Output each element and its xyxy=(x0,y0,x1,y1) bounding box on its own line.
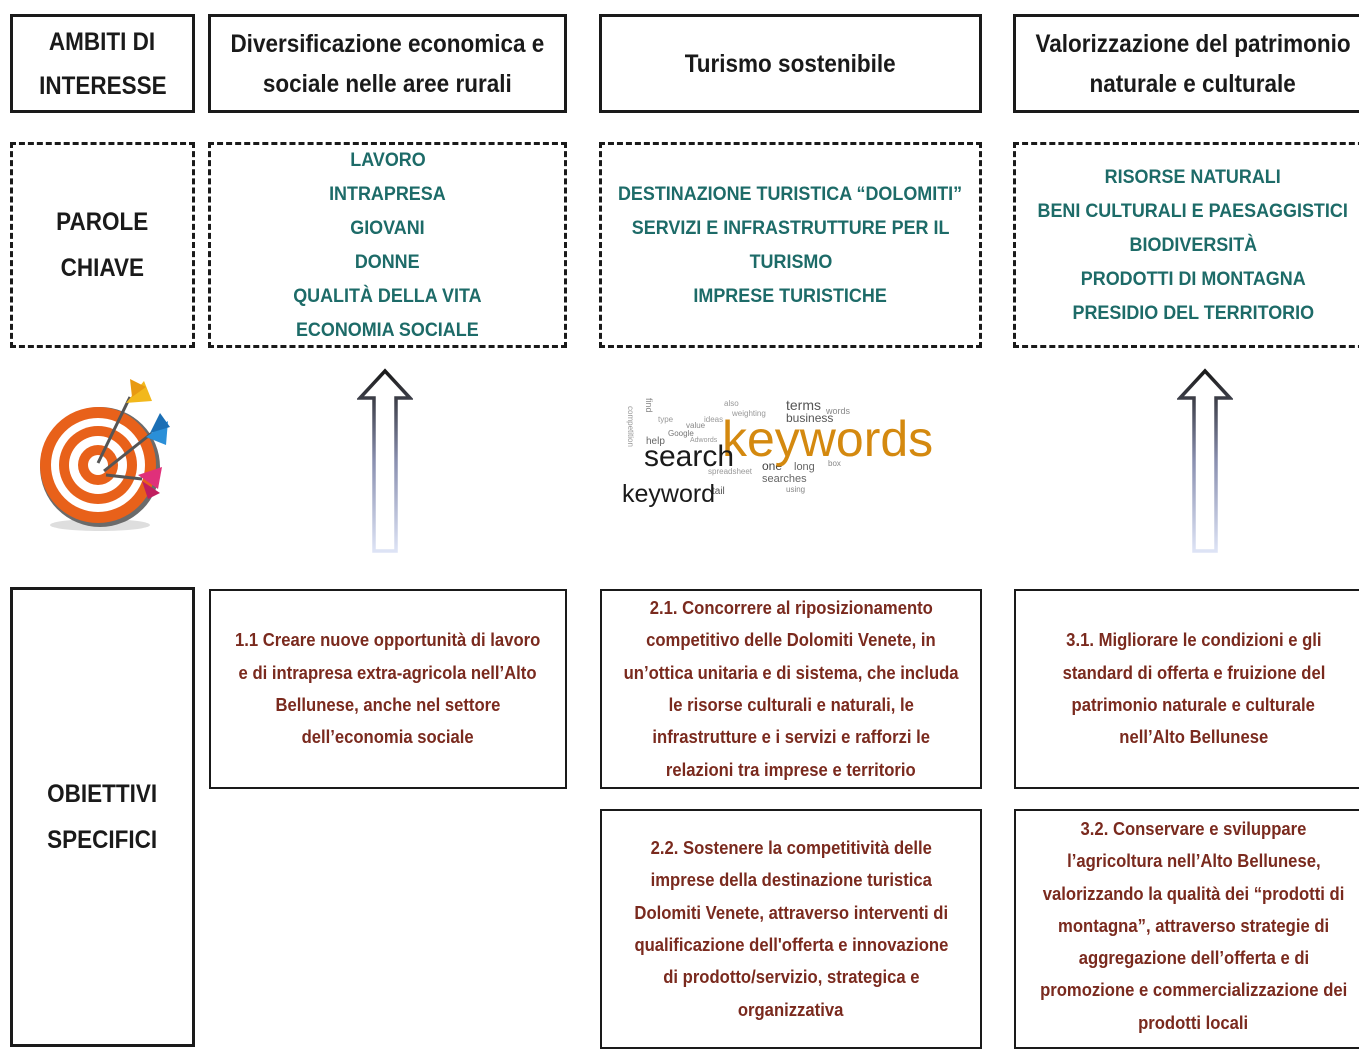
wordcloud-small-word: also xyxy=(724,399,739,408)
wordcloud-small-word: words xyxy=(825,406,851,416)
obiettivi-label-box: OBIETTIVI SPECIFICI xyxy=(10,587,195,1047)
wordcloud-small-word: ideas xyxy=(704,415,723,424)
ambito-title-line: naturale e culturale xyxy=(1089,69,1297,98)
objective-line: di prodotto/servizio, strategica e xyxy=(662,966,920,988)
parole-label-line: CHIAVE xyxy=(60,254,145,282)
wordcloud-small-word: one xyxy=(762,459,782,473)
objective-line: competitivo delle Dolomiti Venete, in xyxy=(646,629,936,651)
parole-label-line: PAROLE xyxy=(56,208,149,236)
keyword-item: ECONOMIA SOCIALE xyxy=(296,319,479,341)
wordcloud-small-word: find xyxy=(644,398,654,413)
wordcloud-small-word: type xyxy=(658,415,674,424)
ambito-title-line: Diversificazione economica e xyxy=(230,29,545,58)
keyword-item: QUALITÀ DELLA VITA xyxy=(293,285,482,307)
keywords-diversificazione-box: LAVORO INTRAPRESA GIOVANI DONNE QUALITÀ … xyxy=(208,142,567,348)
ambito-title-line: Turismo sostenibile xyxy=(685,49,896,78)
wordcloud-small-word: tail xyxy=(712,486,725,497)
objective-line: organizzativa xyxy=(738,998,844,1020)
ambiti-label-line: INTERESSE xyxy=(38,71,167,100)
keywords-wordcloud-image: terms business help Google one long sear… xyxy=(616,378,946,518)
keyword-item: TURISMO xyxy=(749,251,832,273)
objective-3-1-box: 3.1. Migliorare le condizioni e gli stan… xyxy=(1014,589,1359,789)
objective-line: montagna”, attraverso strategie di xyxy=(1057,914,1330,936)
obiettivi-label-line: OBIETTIVI xyxy=(47,780,158,808)
objective-line: valorizzando la qualità dei “prodotti di xyxy=(1042,882,1345,904)
keyword-item: BENI CULTURALI E PAESAGGISTICI xyxy=(1037,200,1349,222)
objective-line: patrimonio naturale e culturale xyxy=(1071,694,1316,715)
objective-line: Bellunese, anche nel settore xyxy=(275,694,501,715)
wordcloud-small-word: competition xyxy=(626,406,635,447)
wordcloud-keyword-word: keyword xyxy=(622,480,715,508)
keywords-turismo-box: DESTINAZIONE TURISTICA “DOLOMITI” SERVIZ… xyxy=(599,142,982,348)
keyword-item: SERVIZI E INFRASTRUTTURE PER IL xyxy=(631,217,950,239)
ambito-title-line: Valorizzazione del patrimonio xyxy=(1035,29,1351,58)
keyword-item: LAVORO xyxy=(349,149,426,171)
objective-2-2-box: 2.2. Sostenere la competitività delle im… xyxy=(600,809,982,1049)
ambito-diversificazione-box: Diversificazione economica e sociale nel… xyxy=(208,14,567,113)
objective-line: relazioni tra imprese e territorio xyxy=(666,758,916,780)
keyword-item: BIODIVERSITÀ xyxy=(1129,234,1257,256)
keyword-item: IMPRESE TURISTICHE xyxy=(693,285,888,307)
wordcloud-small-word: help xyxy=(646,436,665,447)
objective-line: dell’economia sociale xyxy=(301,726,475,748)
wordcloud-small-word: box xyxy=(828,459,841,468)
wordcloud-small-word: using xyxy=(786,485,805,494)
keywords-patrimonio-box: RISORSE NATURALI BENI CULTURALI E PAESAG… xyxy=(1013,142,1359,348)
objective-line: Dolomiti Venete, attraverso interventi d… xyxy=(634,901,948,923)
objective-line: 1.1 Creare nuove opportunità di lavoro xyxy=(235,629,541,651)
obiettivi-label-line: SPECIFICI xyxy=(47,826,158,854)
objective-3-2-box: 3.2. Conservare e sviluppare l’agricoltu… xyxy=(1014,809,1359,1049)
objective-1-1-box: 1.1 Creare nuove opportunità di lavoro e… xyxy=(209,589,567,789)
objective-line: 2.1. Concorrere al riposizionamento xyxy=(649,597,933,619)
objective-line: le risorse culturali e naturali, le xyxy=(668,694,914,715)
objective-line: promozione e commercializzazione dei xyxy=(1039,979,1348,1001)
keyword-item: INTRAPRESA xyxy=(329,183,446,205)
objective-line: aggregazione dell’offerta e di xyxy=(1078,947,1309,969)
objective-line: standard di offerta e fruizione del xyxy=(1062,661,1325,683)
objective-line: 3.1. Migliorare le condizioni e gli xyxy=(1065,629,1322,651)
wordcloud-small-word: Google xyxy=(668,429,694,438)
up-arrow-icon xyxy=(357,368,413,553)
objective-line: e di intrapresa extra-agricola nell’Alto xyxy=(239,661,537,683)
objective-line: un’ottica unitaria e di sistema, che inc… xyxy=(623,661,959,683)
wordcloud-small-word: value xyxy=(686,421,706,430)
wordcloud-small-word: searches xyxy=(762,473,807,485)
keyword-item: PRODOTTI DI MONTAGNA xyxy=(1080,268,1306,290)
objective-2-1-box: 2.1. Concorrere al riposizionamento comp… xyxy=(600,589,982,789)
up-arrow-icon xyxy=(1177,368,1233,553)
wordcloud-small-word: Adwords xyxy=(690,437,718,444)
wordcloud-small-word: long xyxy=(794,461,815,473)
wordcloud-small-word: business xyxy=(786,411,833,425)
objective-line: infrastrutture e i servizi e rafforzi le xyxy=(652,726,930,748)
keyword-item: DONNE xyxy=(355,251,420,273)
objective-line: nell’Alto Bellunese xyxy=(1119,726,1268,748)
keyword-item: GIOVANI xyxy=(350,217,425,239)
objective-line: 2.2. Sostenere la competitività delle xyxy=(650,837,932,859)
objective-line: imprese della destinazione turistica xyxy=(650,869,932,891)
objective-line: qualificazione dell'offerta e innovazion… xyxy=(634,934,948,955)
target-darts-icon xyxy=(40,379,170,531)
wordcloud-small-word: weighting xyxy=(731,409,766,418)
objective-line: 3.2. Conservare e sviluppare xyxy=(1080,818,1307,839)
ambito-patrimonio-box: Valorizzazione del patrimonio naturale e… xyxy=(1013,14,1359,113)
keyword-item: DESTINAZIONE TURISTICA “DOLOMITI” xyxy=(618,183,963,205)
wordcloud-main-word: keywords xyxy=(722,411,933,467)
keyword-item: RISORSE NATURALI xyxy=(1104,166,1282,188)
ambito-title-line: sociale nelle aree rurali xyxy=(263,69,512,98)
objective-line: prodotti locali xyxy=(1138,1011,1249,1033)
parole-label-box: PAROLE CHIAVE xyxy=(10,142,195,348)
objective-line: l’agricoltura nell’Alto Bellunese, xyxy=(1066,850,1321,872)
wordcloud-small-word: terms xyxy=(786,397,821,413)
ambiti-label-line: AMBITI DI xyxy=(49,27,156,56)
wordcloud-small-word: spreadsheet xyxy=(708,467,753,476)
keyword-item: PRESIDIO DEL TERRITORIO xyxy=(1072,302,1314,324)
wordcloud-search-word: search xyxy=(644,440,734,473)
ambito-turismo-box: Turismo sostenibile xyxy=(599,14,982,113)
ambiti-label-box: AMBITI DI INTERESSE xyxy=(10,14,195,113)
